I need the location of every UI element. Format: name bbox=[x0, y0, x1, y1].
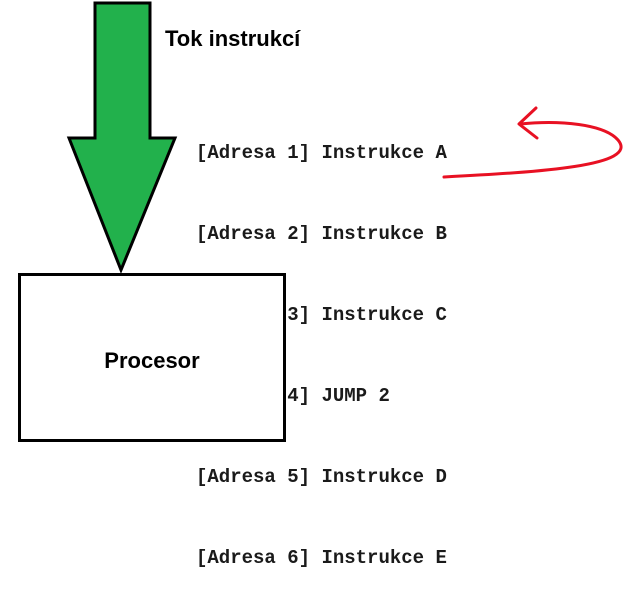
processor-box: Procesor bbox=[18, 273, 286, 442]
instruction-row: [Adresa 1] Instrukce A bbox=[196, 140, 447, 167]
diagram-canvas bbox=[66, 1, 623, 275]
instruction-address: [Adresa 5] bbox=[196, 466, 311, 488]
instruction-text: Instrukce B bbox=[321, 223, 447, 245]
diagram-title: Tok instrukcí bbox=[165, 26, 301, 51]
instruction-text: Instrukce A bbox=[321, 142, 447, 164]
processor-label: Procesor bbox=[104, 348, 200, 373]
curved-jump-arrow-icon bbox=[442, 106, 623, 179]
instruction-text: Instrukce D bbox=[321, 466, 447, 488]
instruction-address: [Adresa 6] bbox=[196, 547, 311, 569]
instruction-address: [Adresa 2] bbox=[196, 223, 311, 245]
instruction-text: JUMP 2 bbox=[321, 385, 390, 407]
instruction-row: [Adresa 5] Instrukce D bbox=[196, 464, 447, 491]
instruction-address: [Adresa 1] bbox=[196, 142, 311, 164]
instruction-row: [Adresa 6] Instrukce E bbox=[196, 545, 447, 572]
instruction-text: Instrukce C bbox=[321, 304, 447, 326]
down-arrow-icon bbox=[66, 1, 178, 275]
instruction-text: Instrukce E bbox=[321, 547, 447, 569]
instruction-row: [Adresa 2] Instrukce B bbox=[196, 221, 447, 248]
